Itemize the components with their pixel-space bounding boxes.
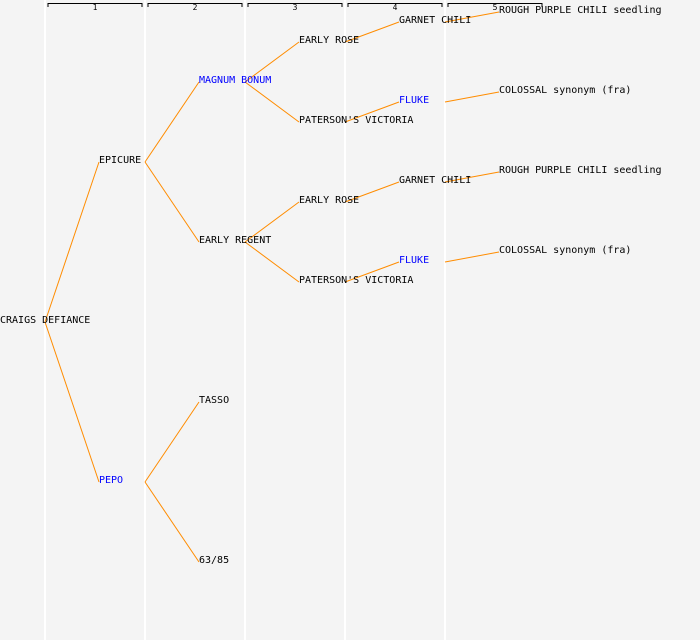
pedigree-link	[344, 21, 400, 43]
pedigree-link	[144, 481, 200, 563]
pedigree-node[interactable]: CRAIGS DEFIANCE	[0, 315, 91, 326]
pedigree-node[interactable]: GARNET CHILI	[399, 175, 472, 186]
generation-header: 5	[492, 3, 498, 12]
pedigree-node[interactable]: 63/85	[199, 555, 230, 566]
pedigree-node[interactable]: EARLY ROSE	[299, 195, 360, 206]
pedigree-link	[44, 321, 100, 483]
pedigree-link	[144, 81, 200, 163]
pedigree-node[interactable]: PEPO	[99, 475, 124, 486]
pedigree-node[interactable]: EPICURE	[99, 155, 142, 166]
pedigree-node[interactable]: GARNET CHILI	[399, 15, 472, 26]
pedigree-link	[244, 41, 300, 83]
pedigree-node[interactable]: ROUGH PURPLE CHILI seedling	[499, 165, 662, 176]
pedigree-node[interactable]: PATERSON'S VICTORIA	[299, 115, 414, 126]
pedigree-link	[144, 401, 200, 483]
pedigree-node[interactable]: COLOSSAL synonym (fra)	[499, 85, 632, 96]
pedigree-node[interactable]: PATERSON'S VICTORIA	[299, 275, 414, 286]
pedigree-node[interactable]: EARLY REGENT	[199, 235, 272, 246]
pedigree-node[interactable]: EARLY ROSE	[299, 35, 360, 46]
pedigree-link	[244, 201, 300, 243]
pedigree-link	[144, 161, 200, 243]
pedigree-link	[244, 241, 300, 283]
pedigree-link	[444, 251, 500, 263]
pedigree-link	[444, 171, 500, 183]
generation-header: 2	[192, 3, 198, 12]
pedigree-link	[344, 101, 400, 123]
pedigree-link	[344, 181, 400, 203]
pedigree-link	[444, 91, 500, 103]
pedigree-node[interactable]: FLUKE	[399, 255, 430, 266]
generation-header: 1	[92, 3, 98, 12]
pedigree-link	[444, 11, 500, 23]
pedigree-link	[244, 81, 300, 123]
pedigree-node[interactable]: TASSO	[199, 395, 230, 406]
generation-header: 3	[292, 3, 298, 12]
pedigree-node[interactable]: COLOSSAL synonym (fra)	[499, 245, 632, 256]
generation-header: 4	[392, 3, 398, 12]
pedigree-node[interactable]: MAGNUM BONUM	[199, 75, 272, 86]
pedigree-node[interactable]: FLUKE	[399, 95, 430, 106]
pedigree-link	[344, 261, 400, 283]
pedigree-link	[44, 161, 100, 323]
pedigree-node[interactable]: ROUGH PURPLE CHILI seedling	[499, 5, 662, 16]
